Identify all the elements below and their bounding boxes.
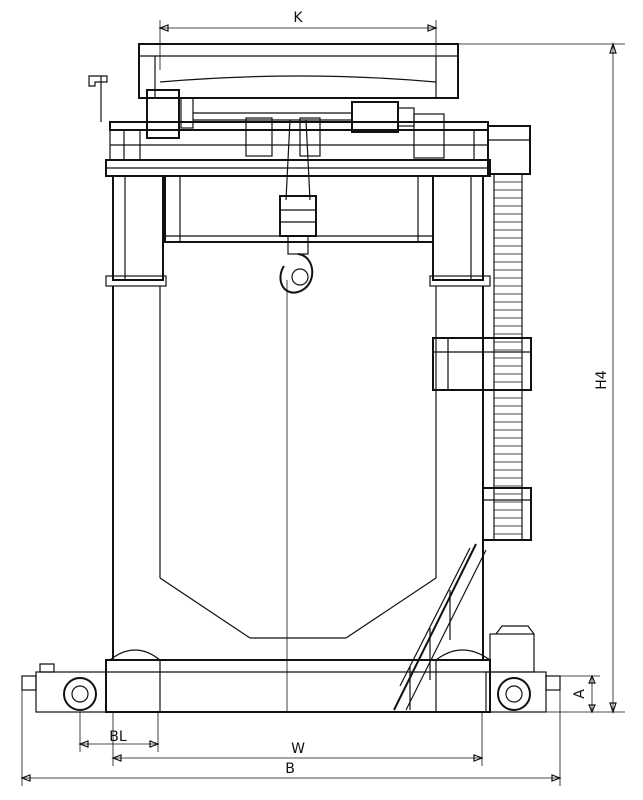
dimension-b-label: B bbox=[285, 761, 295, 777]
dimension-w: W bbox=[111, 712, 484, 766]
inclined-stair bbox=[393, 543, 487, 711]
dimension-h4: H4 bbox=[458, 42, 625, 714]
main-girder bbox=[164, 175, 434, 243]
dimension-bl: BL bbox=[78, 712, 160, 752]
left-leg bbox=[105, 175, 251, 660]
dimension-h4-label: H4 bbox=[594, 370, 610, 390]
right-wheel-assembly bbox=[485, 625, 561, 713]
dimension-k: K bbox=[158, 10, 438, 70]
dimension-bl-label: BL bbox=[109, 729, 127, 745]
side-ladder bbox=[432, 125, 532, 541]
left-wheel-assembly bbox=[21, 663, 107, 713]
top-walkway bbox=[105, 121, 491, 177]
right-leg bbox=[250, 175, 491, 660]
dimension-b: B bbox=[20, 690, 562, 786]
hook-block bbox=[279, 119, 317, 294]
trolley-winch bbox=[146, 89, 445, 159]
dimension-a-label: A bbox=[572, 689, 588, 699]
flag-post bbox=[88, 75, 108, 122]
dimension-k-label: K bbox=[293, 10, 303, 26]
dimension-w-label: W bbox=[291, 741, 305, 757]
top-cover bbox=[138, 43, 459, 99]
ground-beam bbox=[105, 649, 491, 713]
dimension-a: A bbox=[545, 674, 600, 714]
